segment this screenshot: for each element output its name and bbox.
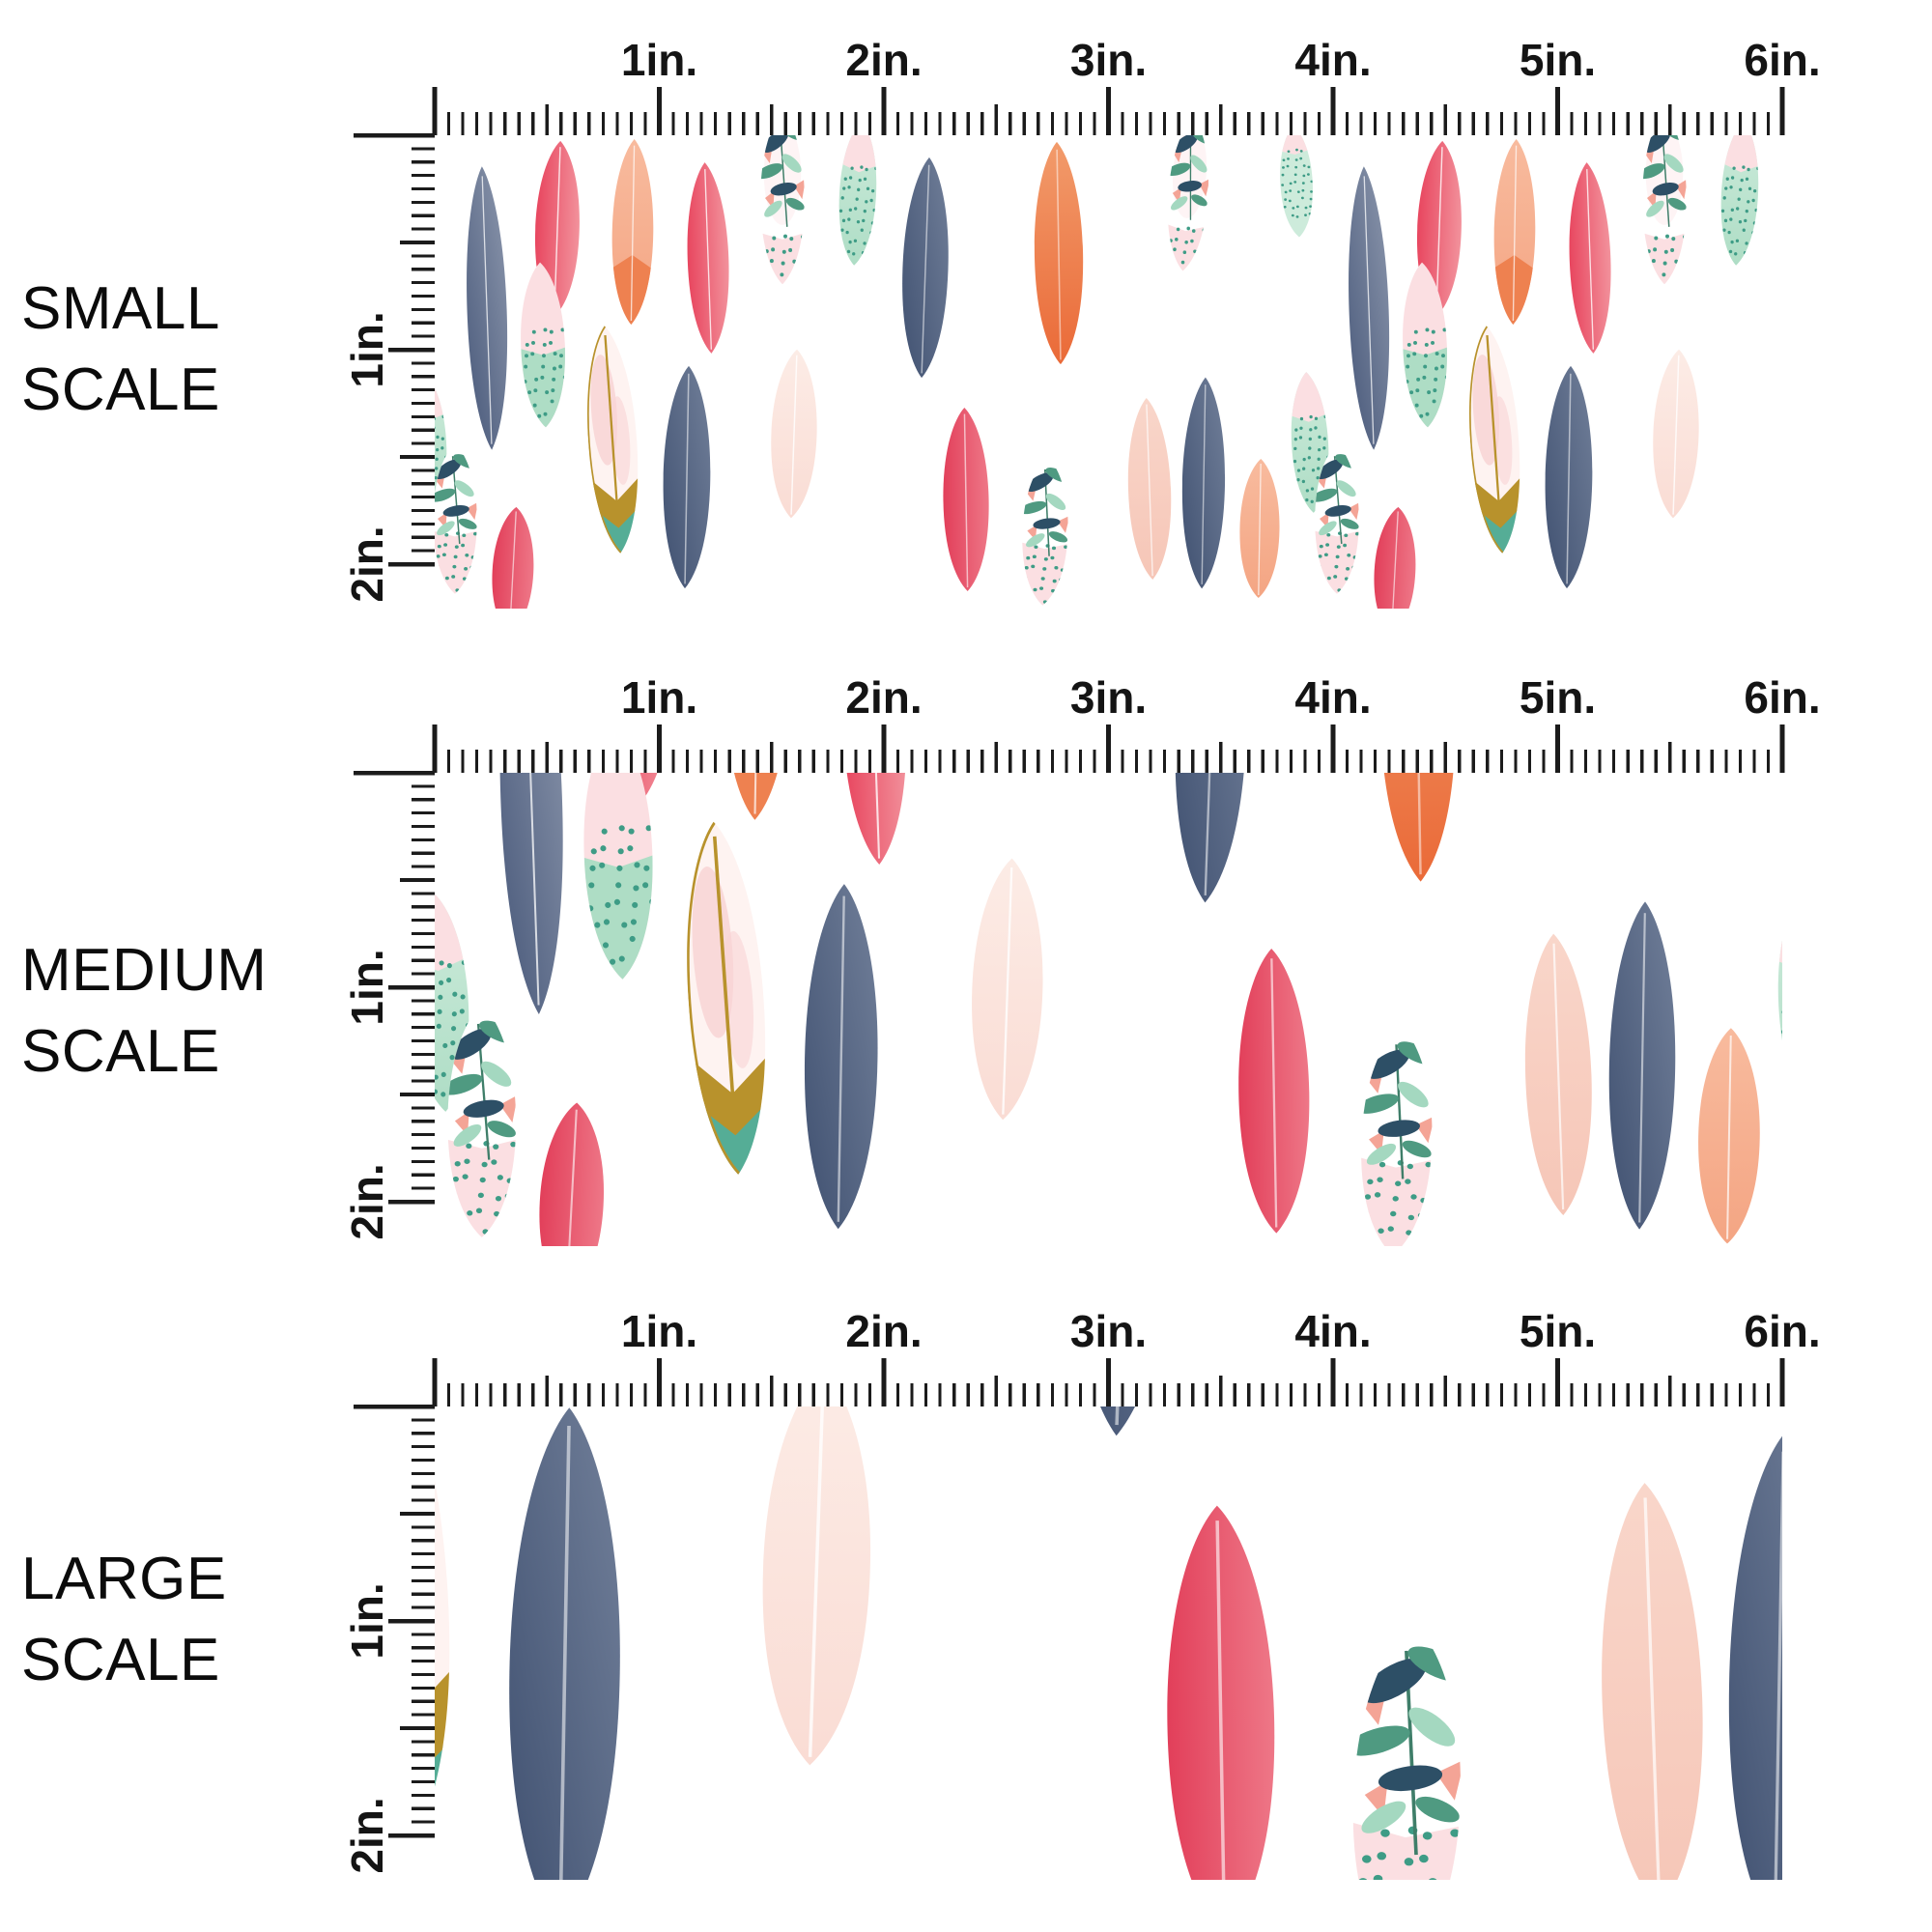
- feather-navyDark: [804, 884, 878, 1230]
- feather-coral: [1569, 162, 1611, 354]
- feather-navy: [499, 773, 563, 1014]
- feather-navyDark: [1181, 377, 1226, 589]
- feather-navyDark: [1780, 156, 1833, 379]
- h-ruler-label: 5in.: [1520, 672, 1596, 723]
- feather-navyDark: [1728, 1434, 1782, 1880]
- v-ruler-label: 2in.: [342, 526, 392, 602]
- feather-lightPink: [762, 1406, 871, 1766]
- h-ruler-label: 6in.: [1744, 1306, 1820, 1356]
- feather-lightPink: [972, 858, 1043, 1121]
- h-ruler-label: 2in.: [845, 672, 922, 723]
- feather-leafyDots: [1347, 1622, 1467, 1880]
- feather-peachSmall: [1698, 1028, 1760, 1244]
- section-medium: 1in. 2in. 3in. 4in. 5in. 6in. 1in. 2in.: [342, 672, 1821, 1246]
- section-label-large: LARGE SCALE: [21, 1539, 227, 1701]
- h-ruler-label: 1in.: [621, 35, 697, 85]
- section-label-small: SMALL SCALE: [21, 269, 220, 431]
- feather-gold: [679, 819, 776, 1178]
- h-ruler-label: 4in.: [1294, 672, 1371, 723]
- feather-navyDark: [509, 1407, 620, 1880]
- feather-navyDark: [1545, 365, 1593, 589]
- pattern-strip-large: [435, 1406, 1782, 1880]
- section-large: 1in. 2in. 3in. 4in. 5in. 6in. 1in. 2in.: [342, 1306, 1821, 1880]
- section-label-line1: SMALL: [21, 275, 220, 342]
- pattern-strip-medium: [435, 773, 1782, 1246]
- h-ruler-label: 6in.: [1744, 35, 1820, 85]
- h-ruler-label: 3in.: [1070, 672, 1147, 723]
- feather-navyDark: [902, 156, 949, 379]
- v-ruler-label: 2in.: [342, 1797, 392, 1873]
- section-small: 1in. 2in. 3in. 4in. 5in. 6in. 1in. 2in.: [342, 35, 1833, 609]
- h-ruler-label: 3in.: [1070, 35, 1147, 85]
- feather-blush: [1602, 1483, 1703, 1880]
- h-ruler-label: 1in.: [621, 672, 697, 723]
- feather-peachSmall: [1239, 459, 1280, 598]
- h-ruler-label: 2in.: [845, 35, 922, 85]
- feather-navyDark: [663, 365, 711, 589]
- v-ruler-label: 1in.: [342, 949, 392, 1025]
- feather-redTall: [1238, 949, 1310, 1234]
- feather-navyDark: [1608, 901, 1676, 1230]
- feather-orange: [1379, 773, 1456, 882]
- section-label-line1: LARGE: [21, 1546, 227, 1612]
- feather-blush: [1524, 933, 1592, 1216]
- section-label-line2: SCALE: [21, 1018, 220, 1085]
- feather-redTall: [943, 407, 989, 592]
- pattern-strip-small: [390, 123, 1833, 609]
- feather-redSmall: [1374, 506, 1416, 609]
- feather-mintDotted: [1718, 135, 1762, 266]
- h-ruler-label: 4in.: [1294, 1306, 1371, 1356]
- ruler-small: 1in. 2in. 3in. 4in. 5in. 6in. 1in. 2in.: [342, 35, 1821, 603]
- ruler-medium: 1in. 2in. 3in. 4in. 5in. 6in. 1in. 2in.: [342, 672, 1821, 1240]
- feather-redSmall: [539, 1102, 605, 1246]
- h-ruler-label: 1in.: [621, 1306, 697, 1356]
- h-ruler-label: 4in.: [1294, 35, 1371, 85]
- feather-leafy: [760, 135, 805, 285]
- feather-navy: [1349, 166, 1390, 450]
- h-ruler-label: 5in.: [1520, 35, 1596, 85]
- feather-coral: [841, 773, 907, 866]
- section-label-medium: MEDIUM SCALE: [21, 930, 267, 1093]
- feather-leafy: [1162, 135, 1212, 272]
- ruler-large: 1in. 2in. 3in. 4in. 5in. 6in. 1in. 2in.: [342, 1306, 1821, 1874]
- h-ruler-label: 2in.: [845, 1306, 922, 1356]
- feather-blush: [1127, 397, 1172, 581]
- feather-orange: [1034, 141, 1084, 365]
- h-ruler-label: 5in.: [1520, 1306, 1596, 1356]
- section-label-line2: SCALE: [21, 1627, 220, 1693]
- feather-lightPink: [771, 349, 817, 519]
- section-label-line1: MEDIUM: [21, 937, 268, 1004]
- v-ruler-label: 1in.: [342, 311, 392, 387]
- h-ruler-label: 6in.: [1744, 672, 1820, 723]
- v-ruler-label: 2in.: [342, 1163, 392, 1239]
- feather-coral: [687, 162, 729, 354]
- feather-lightPink: [1653, 349, 1699, 519]
- feather-mintTiny: [390, 123, 439, 239]
- v-ruler-label: 1in.: [342, 1582, 392, 1659]
- h-ruler-label: 3in.: [1070, 1306, 1147, 1356]
- feather-redTall: [1167, 1505, 1275, 1880]
- feather-gold: [582, 324, 645, 555]
- feather-navy: [467, 166, 508, 450]
- section-label-line2: SCALE: [21, 356, 220, 423]
- feather-redSmall: [492, 506, 534, 609]
- feather-navyDark: [1175, 773, 1247, 903]
